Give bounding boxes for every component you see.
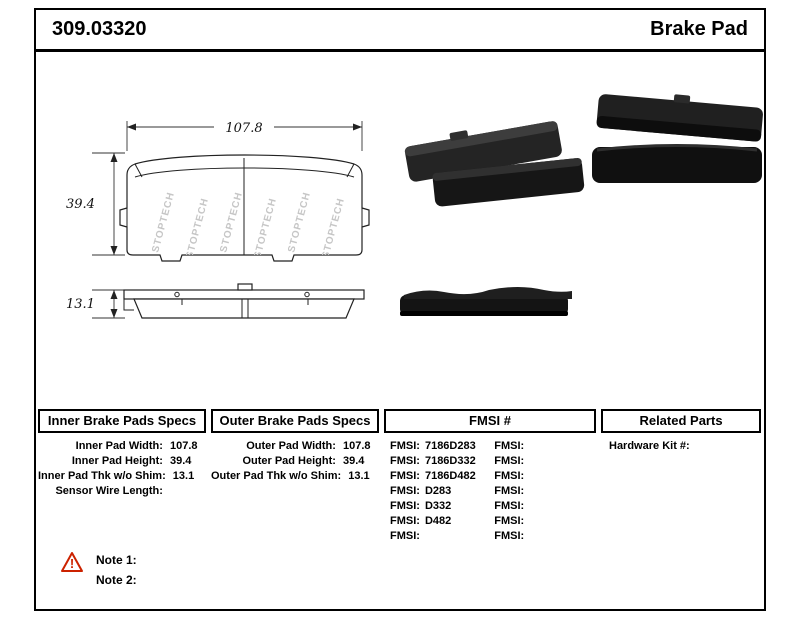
spec-label: Sensor Wire Length: [55,485,166,497]
inner-specs-table: Inner Brake Pads Specs Inner Pad Width: … [38,409,206,544]
note-lines: Note 1: Note 2: [96,550,137,590]
spec-label: Inner Pad Width: [75,440,166,452]
outer-specs-table: Outer Brake Pads Specs Outer Pad Width: … [211,409,379,544]
spec-value [166,484,206,499]
fmsi-row: FMSI: 7186D283 FMSI: [384,439,596,454]
note-1: Note 1: [96,553,137,567]
spec-sheet-page: 309.03320 Brake Pad 107.8 39.4 [34,8,766,611]
fmsi-label: FMSI: [494,470,525,482]
fmsi-value: 7186D482 [424,470,476,482]
spec-row: Inner Pad Height: 39.4 [38,454,206,469]
fmsi-label: FMSI: [494,515,525,527]
related-label: Hardware Kit #: [609,440,690,452]
side-view-drawing: 13.1 [66,283,365,319]
fmsi-row: FMSI: 7186D482 FMSI: [384,469,596,484]
fmsi-value: D283 [424,485,452,497]
related-parts-header: Related Parts [601,409,761,433]
pad-detail-lines [126,158,363,255]
inner-specs-header: Inner Brake Pads Specs [38,409,206,433]
height-dimension: 39.4 [66,152,125,256]
spec-label: Outer Pad Width: [246,440,339,452]
related-parts-table: Related Parts Hardware Kit #: [601,409,761,544]
fmsi-row: FMSI: D332 FMSI: [384,499,596,514]
thickness-dimension: 13.1 [66,289,125,319]
fmsi-row: FMSI: 7186D332 FMSI: [384,454,596,469]
fmsi-row: FMSI: D482 FMSI: [384,514,596,529]
width-dimension: 107.8 [126,121,363,151]
spec-label: Outer Pad Thk w/o Shim: [211,470,345,482]
svg-text:!: ! [70,556,74,571]
side-profile-outline [123,283,365,319]
warning-triangle-icon: ! [61,552,83,572]
related-parts-body: Hardware Kit #: [601,433,761,454]
spec-row: Outer Pad Width: 107.8 [211,439,379,454]
spec-label: Outer Pad Height: [242,455,339,467]
front-view-drawing: 107.8 39.4 STOPTECH STOPTECH STOPTECH ST… [66,121,370,262]
spec-row: Sensor Wire Length: [38,484,206,499]
fmsi-value: 7186D283 [424,440,476,452]
fmsi-value: D482 [424,515,452,527]
spec-value: 13.1 [172,470,195,482]
photo-pad-pair-right [592,94,763,183]
fmsi-label: FMSI: [494,440,525,452]
related-row: Hardware Kit #: [601,439,761,454]
fmsi-header: FMSI # [384,409,596,433]
fmsi-label: FMSI: [390,500,420,512]
outer-specs-header: Outer Brake Pads Specs [211,409,379,433]
thickness-dim-label: 13.1 [66,297,95,312]
product-photos [400,94,763,316]
fmsi-table: FMSI # FMSI: 7186D283 FMSI: FMSI: 7186D332… [384,409,596,544]
spec-label: Inner Pad Thk w/o Shim: [38,470,169,482]
outer-specs-body: Outer Pad Width: 107.8 Outer Pad Height:… [211,433,379,484]
fmsi-label: FMSI: [390,530,420,542]
spec-row: Inner Pad Thk w/o Shim: 13.1 [38,469,206,484]
spec-value: 107.8 [343,440,371,452]
height-dim-label: 39.4 [66,197,95,212]
fmsi-label: FMSI: [390,470,420,482]
spec-value: 13.1 [348,470,370,482]
page-header: 309.03320 Brake Pad [36,10,764,52]
inner-specs-body: Inner Pad Width: 107.8 Inner Pad Height:… [38,433,206,499]
fmsi-label: FMSI: [390,455,420,467]
note-2: Note 2: [96,573,137,587]
spec-row: Outer Pad Height: 39.4 [211,454,379,469]
photo-pad-pair-left [404,121,585,207]
notes-section: ! Note 1: Note 2: [60,550,137,590]
fmsi-value: D332 [424,500,452,512]
spec-label: Inner Pad Height: [71,455,166,467]
spec-tables: Inner Brake Pads Specs Inner Pad Width: … [38,409,766,544]
width-dim-label: 107.8 [225,121,262,136]
spec-row: Outer Pad Thk w/o Shim: 13.1 [211,469,379,484]
fmsi-value: 7186D332 [424,455,476,467]
fmsi-label: FMSI: [390,515,420,527]
fmsi-label: FMSI: [494,455,525,467]
page-title: Brake Pad [650,18,748,40]
fmsi-body: FMSI: 7186D283 FMSI: FMSI: 7186D332 FMSI: … [384,433,596,544]
photo-pad-edge-view [400,287,572,316]
spec-value: 39.4 [343,455,365,467]
part-number: 309.03320 [52,18,147,40]
spec-row: Inner Pad Width: 107.8 [38,439,206,454]
fmsi-label: FMSI: [390,440,420,452]
fmsi-label: FMSI: [494,500,525,512]
fmsi-label: FMSI: [494,485,525,497]
spec-value: 107.8 [170,440,198,452]
fmsi-row: FMSI: D283 FMSI: [384,484,596,499]
fmsi-label: FMSI: [494,530,525,542]
spec-value: 39.4 [170,455,192,467]
fmsi-label: FMSI: [390,485,420,497]
fmsi-row: FMSI: FMSI: [384,529,596,544]
